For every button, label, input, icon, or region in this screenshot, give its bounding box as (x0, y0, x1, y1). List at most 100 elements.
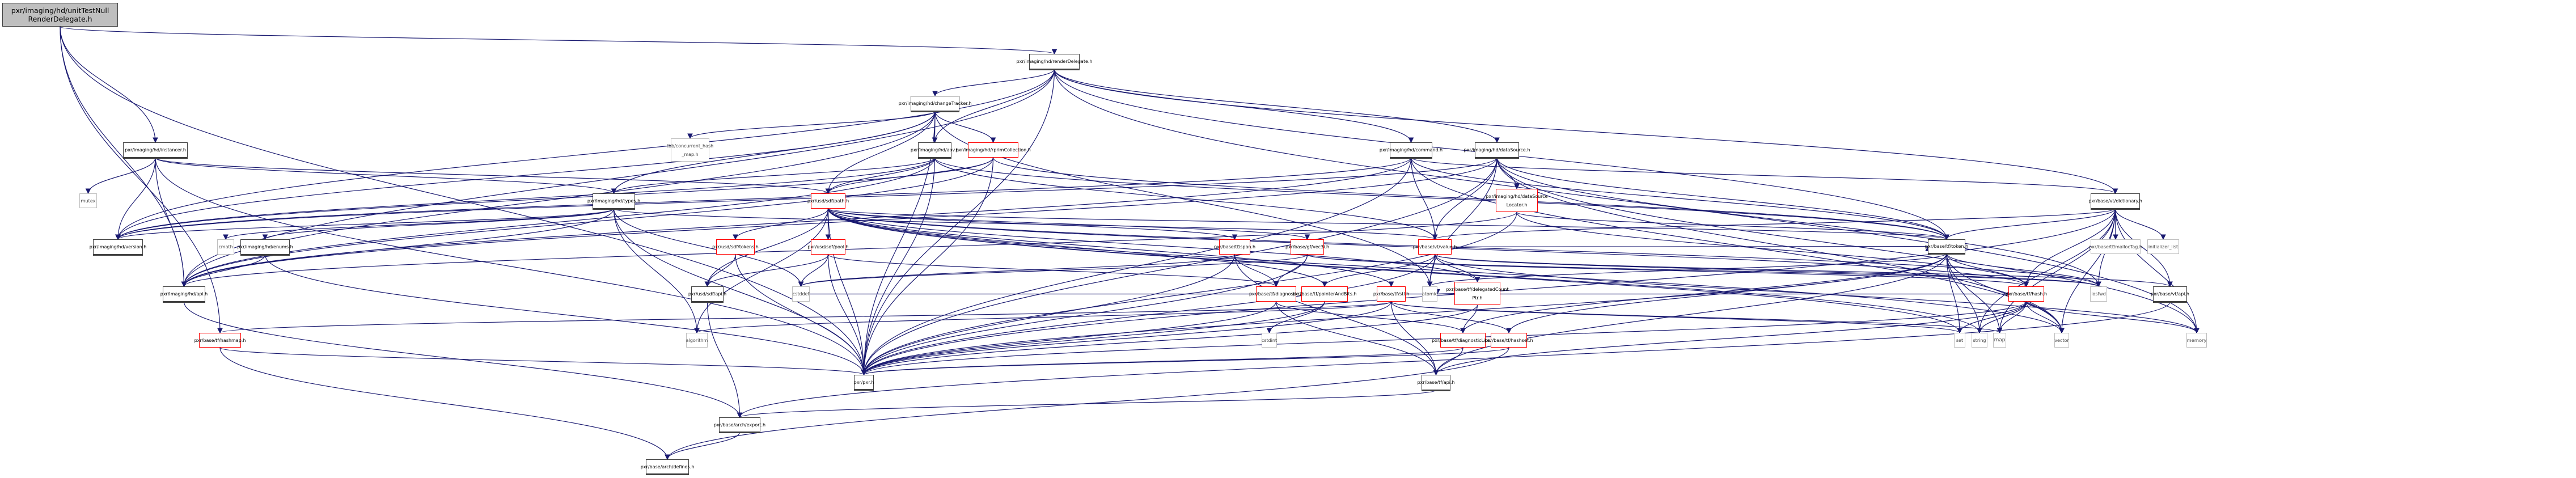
arrowhead-token-to-atomic (1427, 281, 1433, 287)
node-change-tracker[interactable]: pxr/imaging/hd/changeTracker.h (899, 96, 971, 111)
node-pxr[interactable]: pxr/pxr.h (854, 375, 874, 390)
node-command[interactable]: pxr/imaging/hd/command.h (1380, 142, 1443, 158)
edge-instancer-to-mutex (87, 157, 156, 194)
edge-dataSourceLocator-to-token (1516, 211, 1947, 240)
edges-layer (60, 26, 2199, 460)
edge-token-to-diagnosticLite (1462, 253, 1947, 333)
edge-types-to-cstddef (613, 208, 802, 287)
edge-span-to-pxr (863, 254, 1236, 375)
edge-renderDelegate-to-memory (1054, 69, 2197, 333)
edge-command-to-vtvalue (1410, 157, 1436, 240)
node-iosfwd: iosfwd (2090, 286, 2107, 302)
node-types[interactable]: pxr/imaging/hd/types.h (587, 193, 640, 209)
arrowhead-aov-to-types (611, 188, 617, 194)
arrowhead-enums-to-hdapi (181, 281, 187, 287)
node-dictionary[interactable]: pxr/base/vt/dictionary.h (2088, 193, 2142, 209)
arrowhead-token-to-hash (2023, 281, 2029, 287)
edge-changeTracker-to-rprimCollection (934, 111, 994, 143)
edge-aov-to-sdfpath (827, 157, 936, 194)
node-root: pxr/imaging/hd/unitTestNull RenderDelega… (2, 3, 118, 27)
edge-sdfpool-to-pxr (827, 254, 865, 375)
edge-instancer-to-sdfpath (155, 157, 829, 194)
edge-sdfpath-to-pointerAndBits (827, 208, 1325, 287)
node-pointer-and-bits[interactable]: pxr/base/tf/pointerAndBits.h (1292, 286, 1357, 302)
edge-vec3i-to-pxr (863, 254, 1308, 375)
node-tbbmap: tbb/concurrent_hash _map.h (667, 138, 713, 162)
edge-dataSource-to-pxr (863, 157, 1498, 375)
edge-command-to-token (1410, 157, 1947, 240)
node-diagnostic[interactable]: pxr/base/tf/diagnostic.h (1249, 286, 1303, 302)
node-map: map (1993, 333, 2006, 348)
arrowhead-instancer-to-mutex (85, 188, 91, 194)
edge-hash-to-memory (2025, 301, 2197, 333)
node-diagnostic-lite[interactable]: pxr/base/tf/diagnosticLite.h (1432, 333, 1494, 348)
node-enums[interactable]: pxr/imaging/hd/enums.h (237, 239, 293, 255)
arrowhead-dataSource-to-dataSourceLocator (1514, 184, 1520, 190)
edge-token-to-pxr (863, 253, 1947, 375)
node-token[interactable]: pxr/base/tf/token.h (1925, 239, 1968, 253)
edge-sdfpath-to-pxr (827, 208, 865, 375)
arrowhead-renderDelegate-to-command (1408, 137, 1414, 143)
arrowhead-vec3i-to-diagnostic (1273, 281, 1279, 287)
edge-dataSource-to-vtvalue (1434, 157, 1498, 240)
edge-dataSource-to-token (1496, 157, 1947, 240)
edge-sdfpath-to-delegated (827, 208, 1478, 282)
arrowhead-renderDelegate-to-changeTracker (932, 91, 938, 97)
edge-types-to-algorithm (613, 208, 697, 333)
node-data-source-locator[interactable]: pxr/imaging/hd/dataSource Locator.h (1486, 189, 1548, 212)
edge-sdfpath-to-string (827, 208, 1980, 333)
edge-token-to-hashset (1508, 253, 1947, 333)
edge-dataSource-to-version (117, 157, 1498, 240)
node-version[interactable]: pxr/imaging/hd/version.h (90, 239, 146, 255)
node-data-source[interactable]: pxr/imaging/hd/dataSource.h (1464, 142, 1530, 158)
edge-vtapi-to-archexport (739, 301, 2171, 418)
node-span[interactable]: pxr/base/tf/span.h (1214, 239, 1255, 255)
arrowhead-changeTracker-to-tbbmap (687, 133, 693, 139)
node-sdfpool[interactable]: pxr/usd/sdf/pool.h (807, 239, 849, 255)
node-algorithm: algorithm (686, 333, 708, 348)
edge-token-to-tfapi (1435, 253, 1947, 375)
arrowhead-archexport-to-archdefines (665, 454, 670, 460)
edge-vtvalue-to-vtapi (1434, 254, 2171, 287)
node-instancer[interactable]: pxr/imaging/hd/instancer.h (123, 142, 188, 158)
node-tfapi[interactable]: pxr/base/tf/api.h (1417, 375, 1455, 390)
edge-dictionary-to-token (1946, 208, 2116, 240)
node-hash[interactable]: pxr/base/tf/hash.h (2006, 286, 2047, 302)
node-render-delegate[interactable]: pxr/imaging/hd/renderDelegate.h (1017, 54, 1093, 69)
edge-command-to-version (117, 157, 1412, 240)
node-aov[interactable]: pxr/imaging/hd/aov.h (911, 142, 959, 158)
edge-renderDelegate-to-dictionary (1054, 69, 2116, 194)
edge-sdfpath-to-vec3i (827, 208, 1308, 240)
node-hashmap[interactable]: pxr/base/tf/hashmap.h (194, 333, 246, 348)
edge-dictionary-to-vector (2061, 208, 2116, 333)
node-rprim-collection[interactable]: pxr/imaging/hd/rprimCollection.h (955, 142, 1031, 158)
edge-enums-to-hdapi (183, 254, 266, 287)
arrowhead-stl-to-algorithm (694, 328, 700, 334)
node-sdfpath[interactable]: pxr/usd/sdf/path.h (807, 193, 849, 209)
edge-rprimCollection-to-pxr (863, 157, 994, 375)
edge-aov-to-types (613, 157, 936, 194)
node-archexport[interactable]: pxr/base/arch/export.h (714, 417, 765, 432)
node-hdapi[interactable]: pxr/imaging/hd/api.h (160, 286, 208, 302)
node-vtapi[interactable]: pxr/base/vt/api.h (2151, 286, 2189, 302)
edge-dataSourceLocator-to-hdapi (183, 211, 1517, 287)
arrowhead-root-to-renderDelegate (1051, 49, 1058, 55)
arrowhead-renderDelegate-to-dataSource (1494, 137, 1500, 143)
edge-sdfpath-to-sdfapi (707, 208, 829, 287)
edge-vtvalue-to-pointerAndBits (1324, 254, 1436, 287)
edge-changeTracker-to-version (117, 111, 936, 240)
node-cstdint: cstdint (1262, 333, 1277, 348)
arrowhead-hashset-to-pxr (861, 370, 867, 376)
node-archdefines[interactable]: pxr/base/arch/defines.h (641, 459, 694, 474)
node-vtvalue[interactable]: pxr/base/vt/value.h (1413, 239, 1457, 255)
node-stl[interactable]: pxr/base/tf/stl.h (1373, 286, 1409, 302)
edge-diagnostic-to-pxr (863, 301, 1277, 375)
node-vector: vector (2054, 333, 2069, 348)
node-vec3i[interactable]: pxr/base/gf/vec3i.h (1285, 239, 1329, 255)
node-delegated[interactable]: pxr/base/tf/delegatedCount Ptr.h (1446, 282, 1509, 305)
node-sdfapi[interactable]: pxr/usd/sdf/api.h (688, 286, 726, 302)
edge-aov-to-vtvalue (934, 157, 1436, 240)
node-sdftokens[interactable]: pxr/usd/sdf/tokens.h (712, 239, 759, 255)
node-hashset[interactable]: pxr/base/tf/hashset.h (1484, 333, 1533, 348)
